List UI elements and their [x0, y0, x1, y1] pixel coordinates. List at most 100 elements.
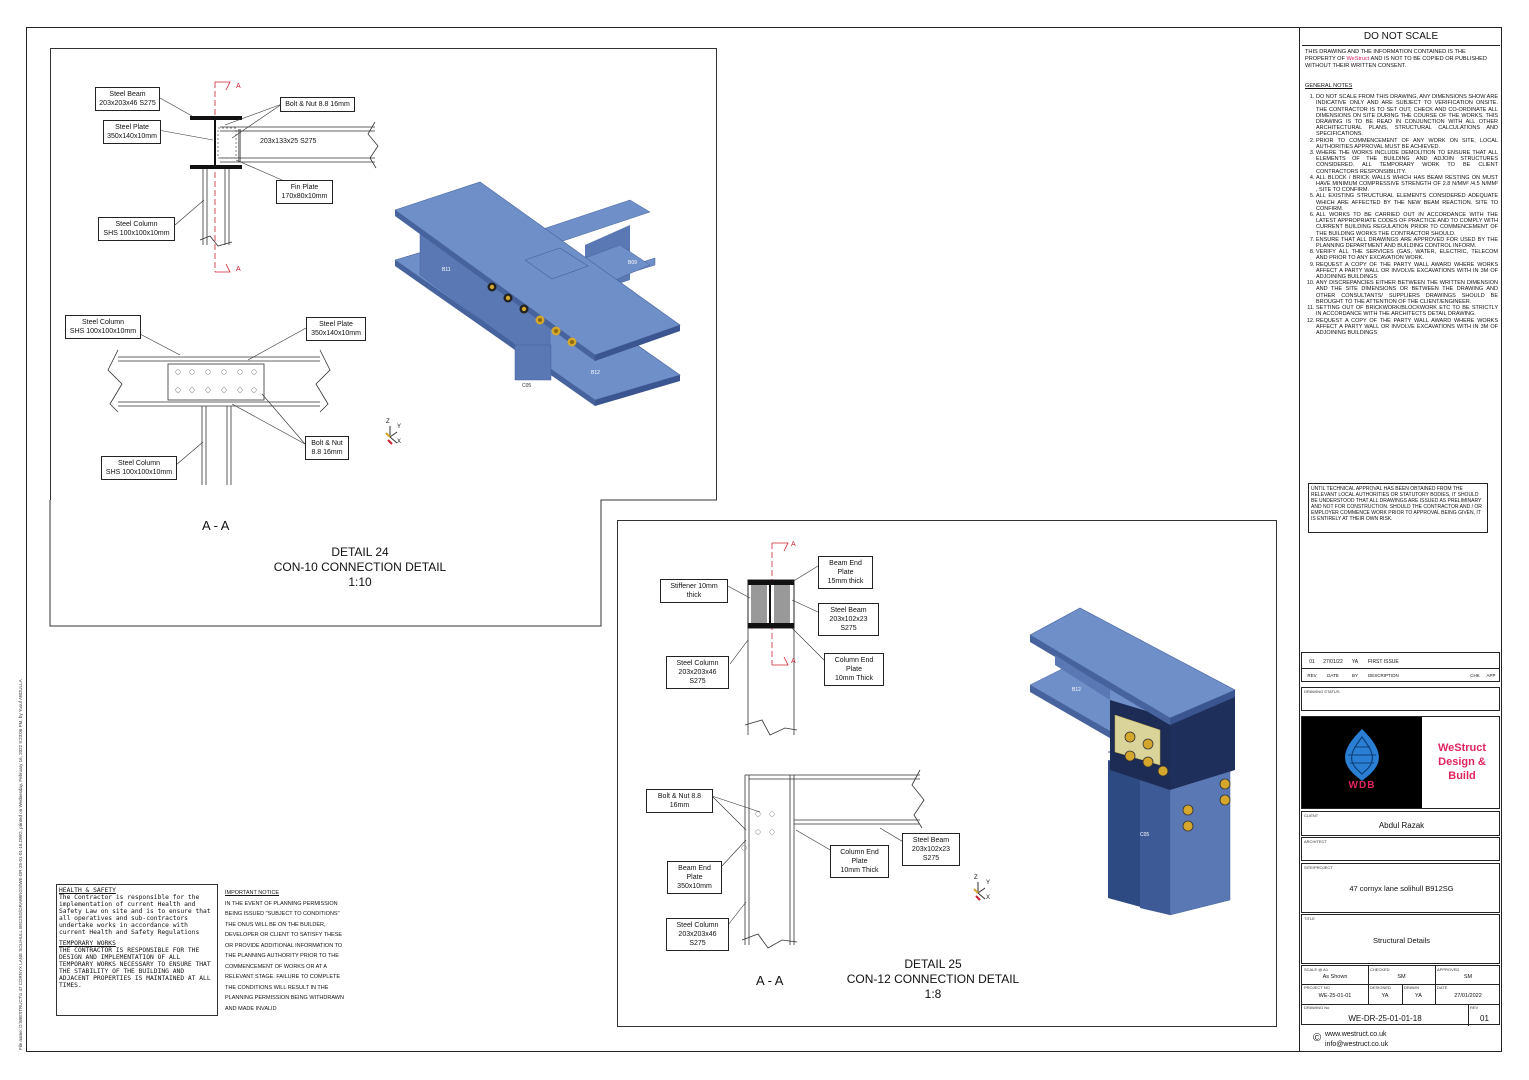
- general-note-item: DO NOT SCALE FROM THIS DRAWING, ANY DIME…: [1316, 94, 1498, 137]
- general-note-item: SETTING OUT OF BRICKWORK/BLOCKWORK ETC T…: [1316, 305, 1498, 317]
- general-note-item: REQUEST A COPY OF THE PARTY WALL AWARD W…: [1316, 262, 1498, 281]
- rev-row-desc: FIRST ISSUE: [1368, 659, 1399, 665]
- date-caption: DATE: [1437, 985, 1448, 990]
- rev-hdr-chk: CHK: [1470, 673, 1480, 678]
- general-notes: DO NOT SCALE FROM THIS DRAWING, ANY DIME…: [1300, 94, 1502, 336]
- drawing-status-caption: DRAWING STATUS: [1304, 689, 1340, 694]
- client-name: Abdul Razak: [1378, 821, 1425, 830]
- detail-25-title: DETAIL 25 CON-12 CONNECTION DETAIL 1:8: [813, 957, 1053, 1002]
- site-box: SITE/PROJECT 47 cornyx lane solihull B91…: [1301, 863, 1500, 913]
- axis-x-24: X: [397, 439, 402, 445]
- email-link[interactable]: info@westruct.co.uk: [1325, 1041, 1389, 1048]
- logo-black-area: WDB: [1302, 717, 1422, 808]
- label-column-end-plate-25: Column End Plate 10mm Thick: [824, 653, 884, 686]
- checked-value: SM: [1397, 974, 1406, 980]
- detail-24-title: DETAIL 24 CON-10 CONNECTION DETAIL 1:10: [240, 545, 480, 590]
- label-steel-beam-25b: Steel Beam 203x102x23 S275: [902, 833, 960, 866]
- company-name: WeStruct Design & Build: [1437, 742, 1487, 782]
- temporary-works-text: THE CONTRACTOR IS RESPONSIBLE FOR THE DE…: [59, 947, 211, 989]
- title-caption: TITLE: [1304, 916, 1315, 921]
- general-note-item: VERIFY ALL THE SERVICES (GAS, WATER, ELE…: [1316, 249, 1498, 261]
- scale-caption: SCALE @ A1: [1304, 967, 1329, 972]
- label-steel-column-24c: Steel Column SHS 100x100x10mm: [101, 456, 177, 480]
- tag-b11-24: B11: [442, 267, 451, 273]
- detail-24-sec-a-bottom: A: [236, 266, 241, 273]
- title-block: DO NOT SCALE THIS DRAWING AND THE INFORM…: [1299, 27, 1502, 1052]
- tag-c05-25: C05: [1140, 832, 1150, 838]
- rev-caption: REV: [1470, 1005, 1479, 1010]
- tag-b09-24: B09: [628, 260, 637, 266]
- website-link[interactable]: www.westruct.co.uk: [1325, 1031, 1387, 1038]
- detail-24-scale: 1:10: [348, 575, 372, 589]
- rev-hdr-rev: REV: [1307, 673, 1317, 678]
- general-notes-heading: GENERAL NOTES: [1305, 83, 1353, 90]
- approval-note: UNTIL TECHNICAL APPROVAL HAS BEEN OBTAIN…: [1308, 483, 1488, 533]
- label-column-end-plate-25b: Column End Plate 10mm Thick: [830, 845, 889, 878]
- designed-caption: DESIGNED: [1370, 985, 1391, 990]
- drawing-title: Structural Details: [1372, 936, 1431, 945]
- drawing-no-value: WE-DR-25-01-01-18: [1348, 1014, 1422, 1023]
- rev-hdr-by: BY: [1351, 673, 1358, 678]
- architect-box: ARCHITECT: [1301, 837, 1500, 861]
- label-steel-beam-24: Steel Beam 203x203x46 S275: [95, 87, 160, 111]
- important-notice-heading: IMPORTANT NOTICE: [225, 890, 280, 896]
- detail-25-sec-a-top: A: [791, 541, 796, 548]
- rev-row-rev: 01: [1309, 659, 1315, 665]
- axis-x-25: X: [986, 895, 991, 901]
- important-notice: IMPORTANT NOTICE IN THE EVENT OF PLANNIN…: [225, 888, 345, 1014]
- property-notice: THIS DRAWING AND THE INFORMATION CONTAIN…: [1305, 49, 1487, 69]
- architect-caption: ARCHITECT: [1304, 839, 1327, 844]
- tag-c05-24: C05: [522, 383, 532, 389]
- site-caption: SITE/PROJECT: [1304, 865, 1333, 870]
- label-steel-plate-24b: Steel Plate 350x140x10mm: [306, 317, 366, 341]
- label-inner-beam-24: 203x133x25 S275: [260, 138, 317, 145]
- rev-hdr-desc: DESCRIPTION: [1368, 673, 1399, 678]
- info-grid: SCALE @ A1 As Shown CHECKED SM APPROVED …: [1301, 965, 1500, 1026]
- approved-value: SM: [1463, 974, 1473, 980]
- client-box: CLIENT Abdul Razak: [1301, 811, 1500, 836]
- label-steel-beam-25: Steel Beam 203x102x23 S275: [818, 603, 879, 636]
- section-label-25: A - A: [756, 973, 784, 988]
- logo-text: WDB: [1348, 780, 1376, 791]
- drawing-status-box: DRAWING STATUS: [1301, 687, 1500, 711]
- label-steel-column-24: Steel Column SHS 100x100x10mm: [98, 217, 175, 241]
- label-beam-end-plate-25: Beam End Plate 15mm thick: [818, 556, 873, 589]
- client-caption: CLIENT: [1304, 813, 1319, 818]
- health-safety-text: The Contractor is responsible for the im…: [59, 894, 211, 936]
- tag-b12-24: B12: [591, 370, 600, 376]
- temporary-works-heading: TEMPORARY WORKS: [59, 940, 116, 947]
- drawing-frame: [26, 27, 1502, 1052]
- rev-row-date: 27/01/22: [1323, 659, 1343, 665]
- important-notice-text: IN THE EVENT OF PLANNING PERMISSION BEIN…: [225, 900, 344, 1012]
- label-bolt-nut-24: Bolt & Nut 8.8 16mm: [280, 97, 355, 112]
- approved-caption: APPROVED: [1437, 967, 1460, 972]
- label-steel-column-24b: Steel Column SHS 100x100x10mm: [65, 315, 141, 339]
- axis-y-24: Y: [397, 424, 402, 430]
- general-note-item: ANY DISCREPANCIES EITHER BETWEEN THE WRI…: [1316, 280, 1498, 305]
- logo-box: WDB WeStruct Design & Build: [1301, 716, 1500, 809]
- rev-row-by: YA: [1351, 659, 1359, 665]
- revision-table: 01 27/01/22 YA FIRST ISSUE REV DATE BY D…: [1301, 652, 1500, 682]
- designed-value: YA: [1381, 993, 1389, 999]
- label-beam-end-plate-25b: Beam End Plate 350x10mm: [667, 861, 722, 894]
- project-no-caption: PROJECT NO: [1304, 985, 1330, 990]
- project-no-value: WE-25-01-01: [1318, 993, 1352, 999]
- label-bolt-nut-25: Bolt & Nut 8.8 16mm: [646, 789, 713, 813]
- tag-b12-25: B12: [1072, 687, 1081, 693]
- axis-y-25: Y: [986, 880, 991, 886]
- rev-hdr-app: APP: [1486, 673, 1496, 678]
- general-note-item: ENSURE THAT ALL DRAWINGS ARE APPROVED FO…: [1316, 237, 1498, 249]
- general-note-item: ALL WORKS TO BE CARRIED OUT IN ACCORDANC…: [1316, 212, 1498, 237]
- title-box: TITLE Structural Details: [1301, 914, 1500, 964]
- detail-25-name: CON-12 CONNECTION DETAIL: [846, 972, 1020, 986]
- section-label-24: A - A: [202, 518, 230, 533]
- axis-z-24: Z: [386, 419, 390, 425]
- rev-value: 01: [1480, 1014, 1489, 1023]
- drawn-caption: DRAWN: [1404, 985, 1419, 990]
